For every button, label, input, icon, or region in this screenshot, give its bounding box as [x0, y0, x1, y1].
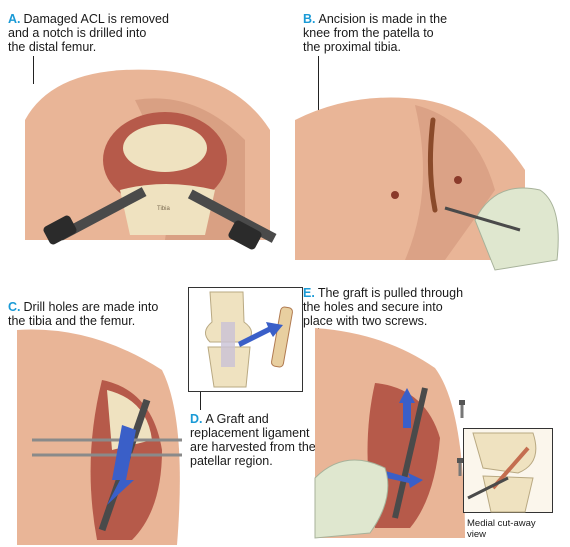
panel-a-illustration: Tibia — [25, 69, 277, 250]
step-c-text: Drill holes are made into the tibia and … — [8, 300, 159, 328]
tibia-label: Tibia — [157, 206, 170, 212]
step-c-caption: C.Drill holes are made into the tibia an… — [8, 300, 158, 328]
step-a-letter: A. — [8, 12, 21, 26]
graft-site — [221, 322, 235, 367]
portal-right — [454, 176, 462, 184]
femur-bone — [107, 390, 152, 450]
step-e-caption: E.The graft is pulled through the holes … — [303, 286, 463, 328]
panel-b-illustration — [295, 97, 559, 271]
scalpel — [444, 206, 521, 232]
harvested-graft — [271, 306, 293, 368]
step-d-text: A Graft and replacement ligament are har… — [190, 412, 316, 468]
step-a-caption: A.Damaged ACL is removed and a notch is … — [8, 12, 169, 54]
medial-view-label: Medial cut-away view — [467, 518, 536, 540]
step-b-letter: B. — [303, 12, 316, 26]
screw-icon-2 — [457, 458, 463, 476]
step-b-caption: B.Ancision is made in the knee from the … — [303, 12, 447, 54]
graft-passer — [392, 387, 428, 519]
medial-view-inset — [463, 428, 553, 513]
step-b-text: Ancision is made in the knee from the pa… — [303, 12, 448, 54]
step-a-text: Damaged ACL is removed and a notch is dr… — [8, 12, 169, 54]
screw-icon — [459, 400, 465, 418]
femur-bone — [472, 432, 537, 474]
step-a-leader — [33, 56, 34, 84]
direction-arrow — [107, 425, 136, 505]
step-e-text: The graft is pulled through the holes an… — [303, 286, 464, 328]
step-d-letter: D. — [190, 412, 203, 426]
incision — [427, 117, 438, 213]
knee-shadow — [405, 105, 495, 260]
knee-skin — [295, 97, 525, 260]
glove-hand — [314, 459, 389, 539]
panel-e-illustration — [314, 328, 465, 539]
instrument — [467, 476, 509, 500]
femur-condyle — [123, 124, 207, 172]
scope-left — [57, 187, 147, 241]
panel-c-illustration — [17, 329, 182, 545]
transfer-arrow — [238, 322, 283, 347]
panel-d-illustration — [188, 287, 303, 392]
step-c-letter: C. — [8, 300, 21, 314]
tibia-bone — [482, 475, 534, 513]
step-d-caption: D.A Graft and replacement ligament are h… — [190, 412, 316, 468]
portal-left — [391, 191, 399, 199]
scope-right-grip — [228, 220, 262, 250]
step-e-letter: E. — [303, 286, 315, 300]
step-d-leader — [200, 392, 201, 410]
scope-left-grip — [43, 215, 77, 245]
pull-arrow-up — [399, 388, 415, 428]
step-b-leader — [318, 56, 319, 118]
